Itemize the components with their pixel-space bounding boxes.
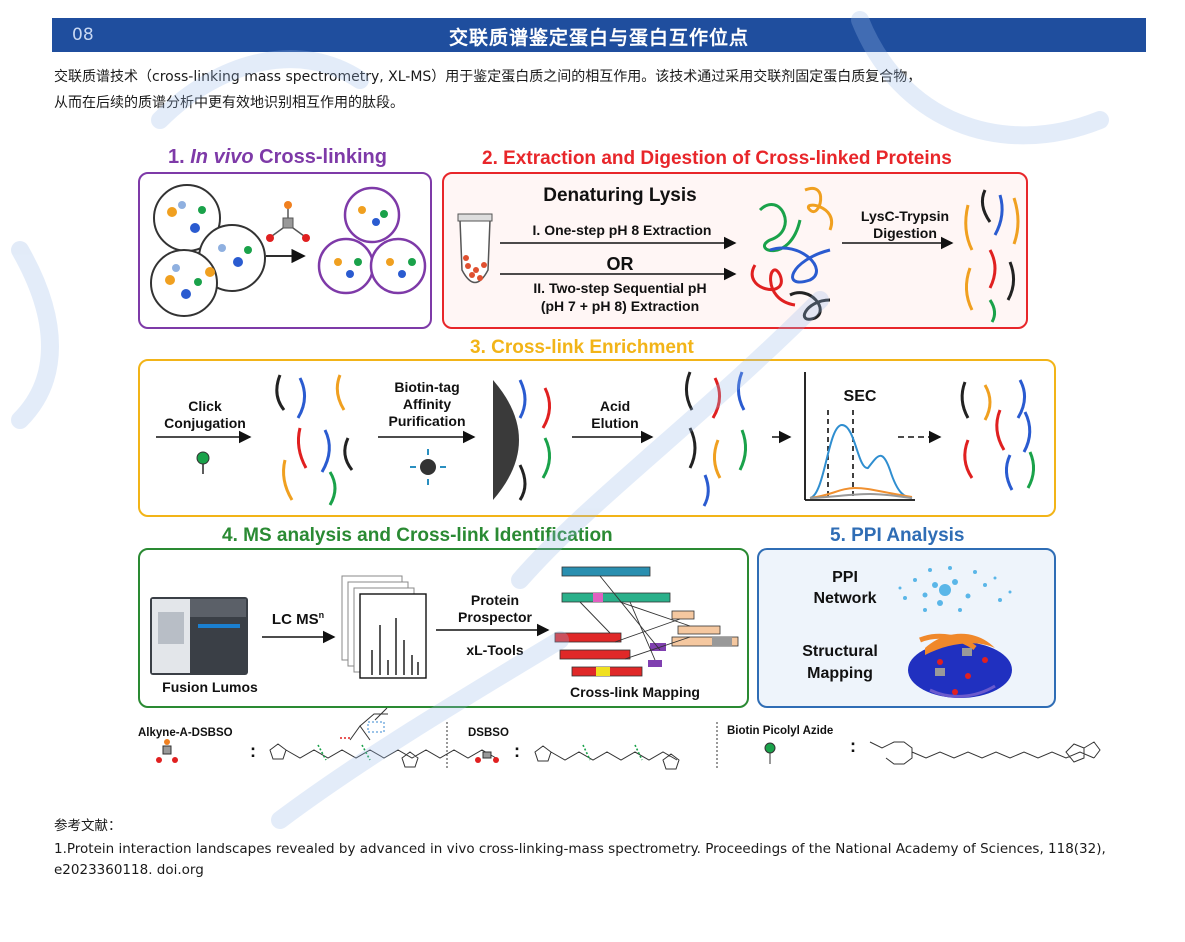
biotin-azide-glyph [764,742,776,764]
panel-5-title: 5. PPI Analysis [830,525,965,546]
biotin-azide-icon [196,451,210,474]
protein-structure-graphic [908,633,1012,698]
click-label-b: Conjugation [164,415,246,431]
reagent-structures: : : : [156,707,1101,770]
panel-1-frame [138,172,432,329]
structural-mapping-label-a: Structural [802,643,878,660]
references-heading: 参考文献： [54,818,122,834]
one-step-extraction-label: I. One-step pH 8 Extraction [532,222,712,238]
structural-mapping-label-b: Mapping [807,665,873,682]
streptavidin-bead-icon [410,449,446,485]
two-step-extraction-label-b: (pH 7 + pH 8) Extraction [540,298,700,314]
panel-4-title: 4. MS analysis and Cross-link Identifica… [222,525,613,546]
reagent-dsbso-label: DSBSO [468,727,509,739]
svg-text::: : [250,741,256,761]
spectrum-peaks [371,618,419,675]
peptides-group-a [275,374,354,506]
reference-item[interactable]: 1.Protein interaction landscapes reveale… [54,841,1106,878]
spectra-stack [341,575,427,679]
panel-1-title-num: 1. [168,146,185,168]
tube-icon [457,213,493,284]
svg-text::: : [850,736,856,756]
panel-1-title: 1. In vivo Cross-linking [168,146,387,169]
cross-link-mapping-label: Cross-link Mapping [570,684,700,700]
xltools-label: xL-Tools [466,642,524,658]
panel-4-frame [138,548,749,708]
ppi-network-graphic [898,566,1012,612]
intro-line-1: 交联质谱技术（cross-linking mass spectrometry, … [54,69,922,85]
section-number: 08 [72,25,94,45]
peptides-group-b [685,371,747,507]
intro-line-2: 从而在后续的质谱分析中更有效地识别相互作用的肽段。 [54,95,404,111]
digestion-label-b: Digestion [873,225,937,241]
svg-text::: : [514,741,520,761]
panel-1-title-italic: In vivo [190,146,254,168]
digestion-label-a: LysC-Trypsin [860,208,950,224]
ppi-network-label-a: PPI [832,569,858,586]
panel-1-cells [150,184,427,317]
two-step-extraction-label-a: II. Two-step Sequential pH [533,280,707,296]
biotin-label-b: Affinity [402,396,452,412]
click-label-a: Click [188,398,222,414]
lcms-label-text: LC MS [271,611,319,628]
panel-2-frame [442,172,1028,329]
reagent-biotin-label: Biotin Picolyl Azide [727,725,834,737]
protein-prospector-label-b: Prospector [458,609,532,625]
instrument-label: Fusion Lumos [162,679,258,695]
cross-link-map [554,566,739,677]
peptides-panel-2 [964,189,1020,323]
dsbso-glyph [475,751,499,763]
acid-label-a: Acid [599,398,631,414]
lcms-label: LC MSn [258,610,338,628]
affinity-resin [493,380,519,500]
section-title: 交联质谱鉴定蛋白与蛋白互作位点 [448,27,749,49]
denaturing-lysis-label: Denaturing Lysis [543,185,697,206]
reagent-alkyne-label: Alkyne-A-DSBSO [138,727,233,739]
acid-label-b: Elution [591,415,639,431]
sec-label: SEC [843,388,877,405]
tangled-proteins [750,186,834,321]
panel-1-title-rest: Cross-linking [253,146,387,168]
alkyne-glyph [156,739,178,763]
ppi-network-label-b: Network [813,590,877,607]
references: 参考文献： 1.Protein interaction landscapes r… [54,816,1164,881]
protein-prospector-label-a: Protein [470,592,520,608]
sec-chromatogram [804,372,915,501]
or-label: OR [606,254,634,274]
mass-spectrometer-icon [150,597,248,675]
lcms-label-sup: n [318,610,325,620]
peptides-group-c [960,379,1035,491]
biotin-label-c: Purification [388,413,466,429]
peptides-on-resin [518,379,551,501]
panel-2-title: 2. Extraction and Digestion of Cross-lin… [482,148,952,169]
biotin-label-a: Biotin-tag [394,379,460,395]
intro-paragraph: 交联质谱技术（cross-linking mass spectrometry, … [54,64,1149,116]
panel-3-frame [138,359,1056,517]
section-header: 08 交联质谱鉴定蛋白与蛋白互作位点 [52,18,1146,52]
panel-3-title: 3. Cross-link Enrichment [470,337,694,358]
crosslinker-glyph-1 [266,201,310,242]
